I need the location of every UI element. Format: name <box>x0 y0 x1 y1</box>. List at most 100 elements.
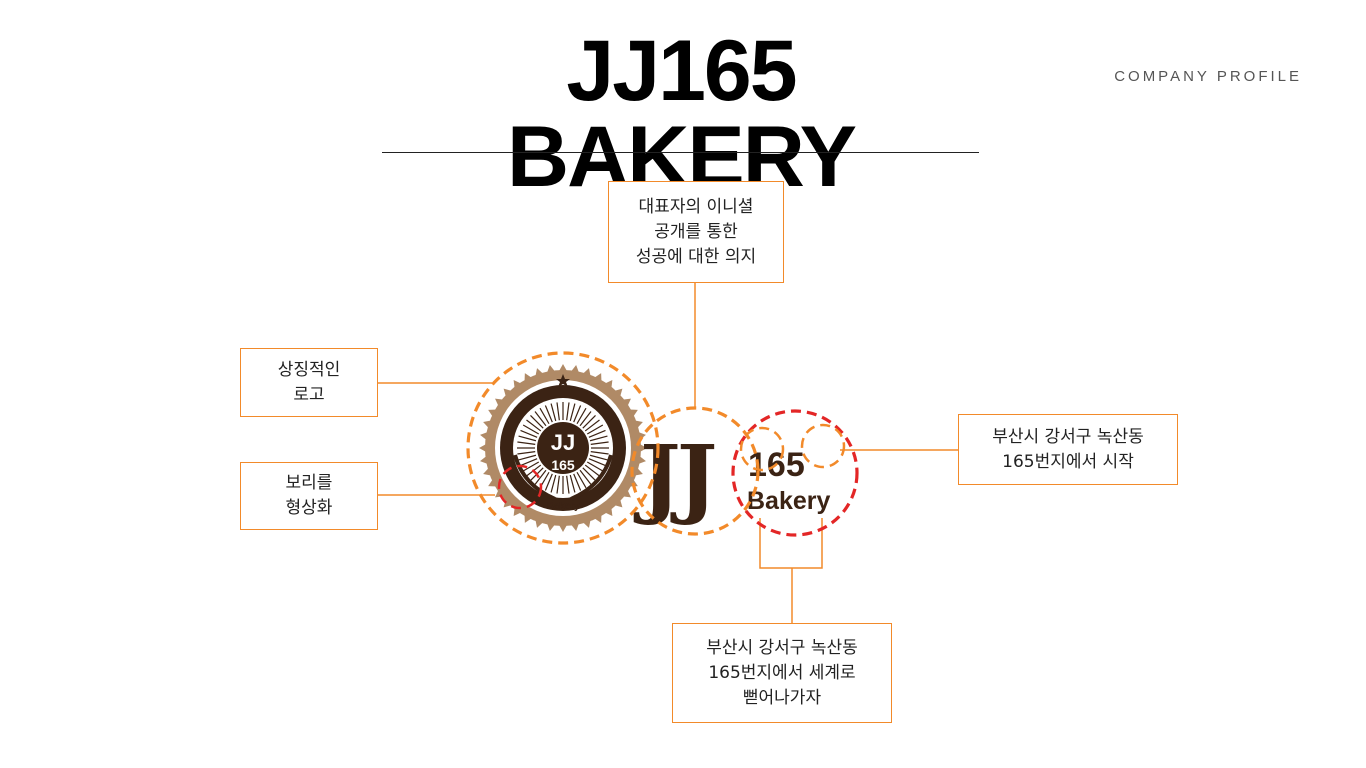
wordmark-highlight-circle <box>731 409 859 537</box>
callout-bottom-line-2: 165번지에서 세계로 <box>708 662 856 683</box>
badge-ray <box>518 454 537 461</box>
number-5-highlight-circle <box>800 423 846 469</box>
badge-tooth <box>483 467 493 476</box>
badge-ray <box>589 435 608 442</box>
badge-tooth <box>503 388 513 398</box>
badge-tooth <box>582 368 591 378</box>
badge-ray <box>582 415 596 429</box>
dashed-highlights <box>466 351 859 545</box>
badge-tooth <box>524 373 533 383</box>
badge-tooth <box>638 443 647 453</box>
badge-ray <box>569 403 576 422</box>
badge-ray <box>569 474 576 493</box>
badge-tooth <box>593 373 602 383</box>
badge-ray <box>517 451 536 455</box>
badge-ray <box>588 458 606 467</box>
badge-ray <box>539 407 550 425</box>
badge-tooth <box>593 513 602 523</box>
badge-tooth <box>535 518 544 528</box>
badge-ray <box>573 473 582 491</box>
badge-tooth <box>558 523 568 532</box>
badge-tooth <box>558 364 568 373</box>
badge-tooth <box>570 365 580 374</box>
badge-ray <box>582 467 596 481</box>
badge-tooth <box>546 522 556 531</box>
badge-tooth <box>628 478 638 487</box>
badge-tooth <box>488 409 498 418</box>
badge-tooth <box>546 365 556 374</box>
callout-bottom: 부산시 강서구 녹산동 165번지에서 세계로 뻗어나가자 <box>672 623 892 723</box>
badge-tooth <box>535 368 544 378</box>
badge-tooth <box>524 513 533 523</box>
callout-top-line-2: 공개를 통한 <box>654 221 738 242</box>
badge-tooth <box>633 467 643 476</box>
badge-ray <box>576 407 587 425</box>
badge-ray <box>556 475 560 494</box>
badge-ray <box>520 458 538 467</box>
badge-number-text: 165 <box>551 457 575 473</box>
callout-left-upper-line-2: 로고 <box>293 384 325 405</box>
callout-right: 부산시 강서구 녹산동 165번지에서 시작 <box>958 414 1178 485</box>
badge-star-icon <box>556 374 570 387</box>
badge-ray <box>530 415 544 429</box>
badge-tooth <box>613 498 623 508</box>
barley-right-icon <box>570 454 613 501</box>
badge-ray <box>526 419 542 432</box>
callout-left-lower: 보리를 형상화 <box>240 462 378 530</box>
badge-ray <box>588 429 606 438</box>
badge-ray <box>590 441 609 445</box>
badge-tooth <box>628 409 638 418</box>
badge-ray <box>566 475 570 494</box>
jj-highlight-circle <box>630 406 760 536</box>
badge-ray <box>518 435 537 442</box>
callout-bottom-line-1: 부산시 강서구 녹산동 <box>706 637 858 658</box>
badge-tooth <box>621 488 631 498</box>
badge-jj-text: JJ <box>551 430 575 455</box>
badge-tooth <box>513 380 523 390</box>
badge-ray <box>522 424 540 435</box>
badge-ray <box>584 464 600 477</box>
badge-tooth <box>495 398 505 408</box>
barley-highlight-circle <box>497 464 543 510</box>
badge-ray <box>550 474 557 493</box>
badge-ray <box>522 461 540 472</box>
badge-tooth <box>503 498 513 508</box>
callout-top-line-3: 성공에 대한 의지 <box>635 246 757 267</box>
connector-lines <box>377 282 958 623</box>
badge-ray <box>576 471 587 489</box>
badge-bakery-text: Bakery <box>546 501 580 512</box>
badge-tooth <box>621 398 631 408</box>
callout-left-upper-line-1: 상징적인 <box>277 359 341 380</box>
badge-tooth <box>479 443 488 453</box>
badge-tooth <box>637 455 646 465</box>
badge-tooth <box>633 420 643 429</box>
badge-tooth <box>613 388 623 398</box>
badge-highlight-circle <box>466 351 660 545</box>
badge-tooth <box>480 431 489 441</box>
badge-ray <box>590 451 609 455</box>
badge-ray <box>586 461 604 472</box>
callout-bottom-line-3: 뻗어나가자 <box>742 687 822 708</box>
wordmark-bakery: Bakery <box>747 487 830 515</box>
callout-top: 대표자의 이니셜 공개를 통한 성공에 대한 의지 <box>608 181 784 283</box>
connector-bottom-bracket <box>759 518 823 569</box>
badge-tooth <box>488 478 498 487</box>
badge-tooth <box>480 455 489 465</box>
badge-ray <box>586 424 604 435</box>
badge-ray <box>579 411 592 427</box>
callout-right-line-1: 부산시 강서구 녹산동 <box>992 426 1144 447</box>
badge-ray <box>544 405 553 423</box>
page-title: JJ165 BAKERY <box>507 23 857 205</box>
title-divider <box>382 152 979 153</box>
badge-ray <box>566 402 570 421</box>
badge-ray <box>589 454 608 461</box>
badge-ray <box>544 473 553 491</box>
badge-ray <box>573 405 582 423</box>
callout-left-upper: 상징적인 로고 <box>240 348 378 417</box>
callout-top-line-1: 대표자의 이니셜 <box>638 196 754 217</box>
callout-right-line-2: 165번지에서 시작 <box>1002 451 1134 472</box>
badge-tooth <box>582 518 591 528</box>
callout-left-lower-line-1: 보리를 <box>285 473 333 493</box>
badge-tooth <box>603 506 613 516</box>
